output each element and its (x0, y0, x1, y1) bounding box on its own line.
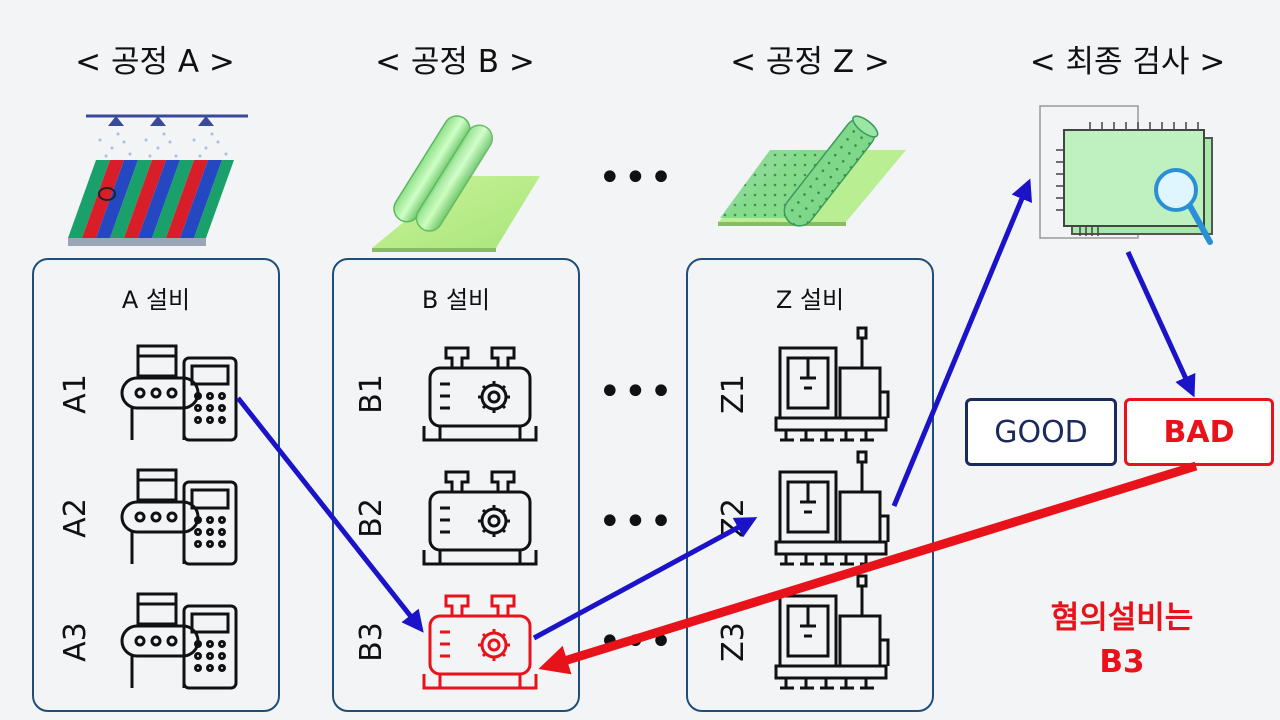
suspect-equipment-line1: 혐의설비는 (1050, 600, 1194, 636)
process-title-inspection: < 최종 검사 > (1029, 44, 1226, 80)
roller-icon (372, 115, 540, 252)
perforated-roller-icon (718, 115, 906, 227)
process-title-b: < 공정 B > (375, 44, 535, 80)
flow-arrows (236, 178, 1196, 641)
process-title-z: < 공정 Z > (730, 44, 890, 80)
motor-pump-icon (422, 346, 538, 442)
arrow-z2-to-inspection (891, 178, 1033, 507)
arrow-bad-to-b3 (538, 461, 1198, 675)
motor-pump-icon-b3 (422, 594, 538, 690)
panel-z-equipment (686, 258, 934, 712)
suspect-equipment-line2: B3 (1099, 644, 1145, 680)
spray-coating-icon (68, 114, 248, 246)
panel-a-equipment (32, 258, 280, 712)
panel-z-title: Z 설비 (775, 286, 845, 314)
cnc-machine-icon (774, 326, 890, 442)
circuit-board-inspection-icon (1039, 105, 1213, 245)
panel-a-title: A 설비 (121, 286, 191, 314)
arrow-b3-to-z2 (532, 517, 758, 641)
arrow-a1-to-b3 (236, 396, 424, 633)
process-title-a: < 공정 A > (75, 44, 235, 80)
panel-b-title: B 설비 (421, 286, 491, 314)
bad-result-box: BAD (1124, 398, 1274, 466)
panel-b-equipment (332, 258, 580, 712)
arrow-inspection-to-bad (1125, 250, 1196, 398)
good-result-box: GOOD (965, 398, 1117, 466)
conveyor-machine-icon (120, 344, 238, 442)
